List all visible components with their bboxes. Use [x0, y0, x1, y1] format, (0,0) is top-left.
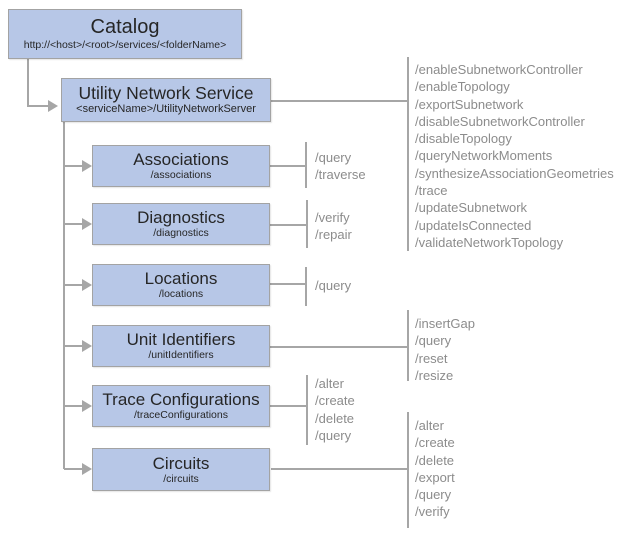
node-title: Trace Configurations: [102, 390, 260, 409]
node-utility-network-service: Utility Network Service <serviceName>/Ut…: [61, 78, 271, 122]
node-unit-identifiers: Unit Identifiers /unitIdentifiers: [92, 325, 270, 367]
node-title: Associations: [133, 150, 229, 169]
arrowhead-trace-configurations: [82, 400, 92, 412]
operations-list-locations: /query: [315, 278, 352, 293]
node-locations: Locations /locations: [92, 264, 270, 306]
operations-list-trace-configurations: /alter /create /delete /query: [315, 376, 355, 443]
arrowhead-circuits: [82, 463, 92, 475]
node-catalog: Catalog http://<host>/<root>/services/<f…: [8, 9, 242, 59]
arrowhead-diagnostics: [82, 218, 92, 230]
operations-list-associations: /query /traverse: [315, 150, 366, 183]
node-subtitle: <serviceName>/UtilityNetworkServer: [76, 103, 256, 115]
node-trace-configurations: Trace Configurations /traceConfiguration…: [92, 385, 270, 427]
arrowhead-associations: [82, 160, 92, 172]
node-subtitle: /unitIdentifiers: [148, 349, 214, 361]
node-subtitle: /diagnostics: [153, 227, 209, 239]
node-title: Utility Network Service: [78, 83, 254, 103]
operations-list-utility-network-service: /enableSubnetworkController /enableTopol…: [415, 62, 614, 250]
node-subtitle: /traceConfigurations: [134, 409, 228, 421]
arrowhead-locations: [82, 279, 92, 291]
node-circuits: Circuits /circuits: [92, 448, 270, 491]
node-subtitle: http://<host>/<root>/services/<folderNam…: [23, 39, 227, 51]
node-subtitle: /associations: [150, 169, 212, 181]
arrowhead-unit-identifiers: [82, 340, 92, 352]
node-subtitle: /circuits: [163, 472, 199, 485]
arrowhead-service: [48, 100, 58, 112]
node-title: Diagnostics: [137, 208, 225, 227]
node-subtitle: /locations: [158, 288, 204, 300]
node-diagnostics: Diagnostics /diagnostics: [92, 203, 270, 245]
edge-catalog-to-service: [27, 59, 48, 107]
operations-list-diagnostics: /verify /repair: [315, 210, 352, 243]
node-title: Locations: [144, 269, 218, 288]
operations-list-circuits: /alter /create /delete /export /query /v…: [415, 418, 455, 520]
node-title: Catalog: [90, 16, 160, 38]
node-title: Circuits: [152, 453, 210, 473]
operations-list-unit-identifiers: /insertGap /query /reset /resize: [415, 316, 475, 383]
node-associations: Associations /associations: [92, 145, 270, 187]
node-title: Unit Identifiers: [126, 330, 236, 349]
